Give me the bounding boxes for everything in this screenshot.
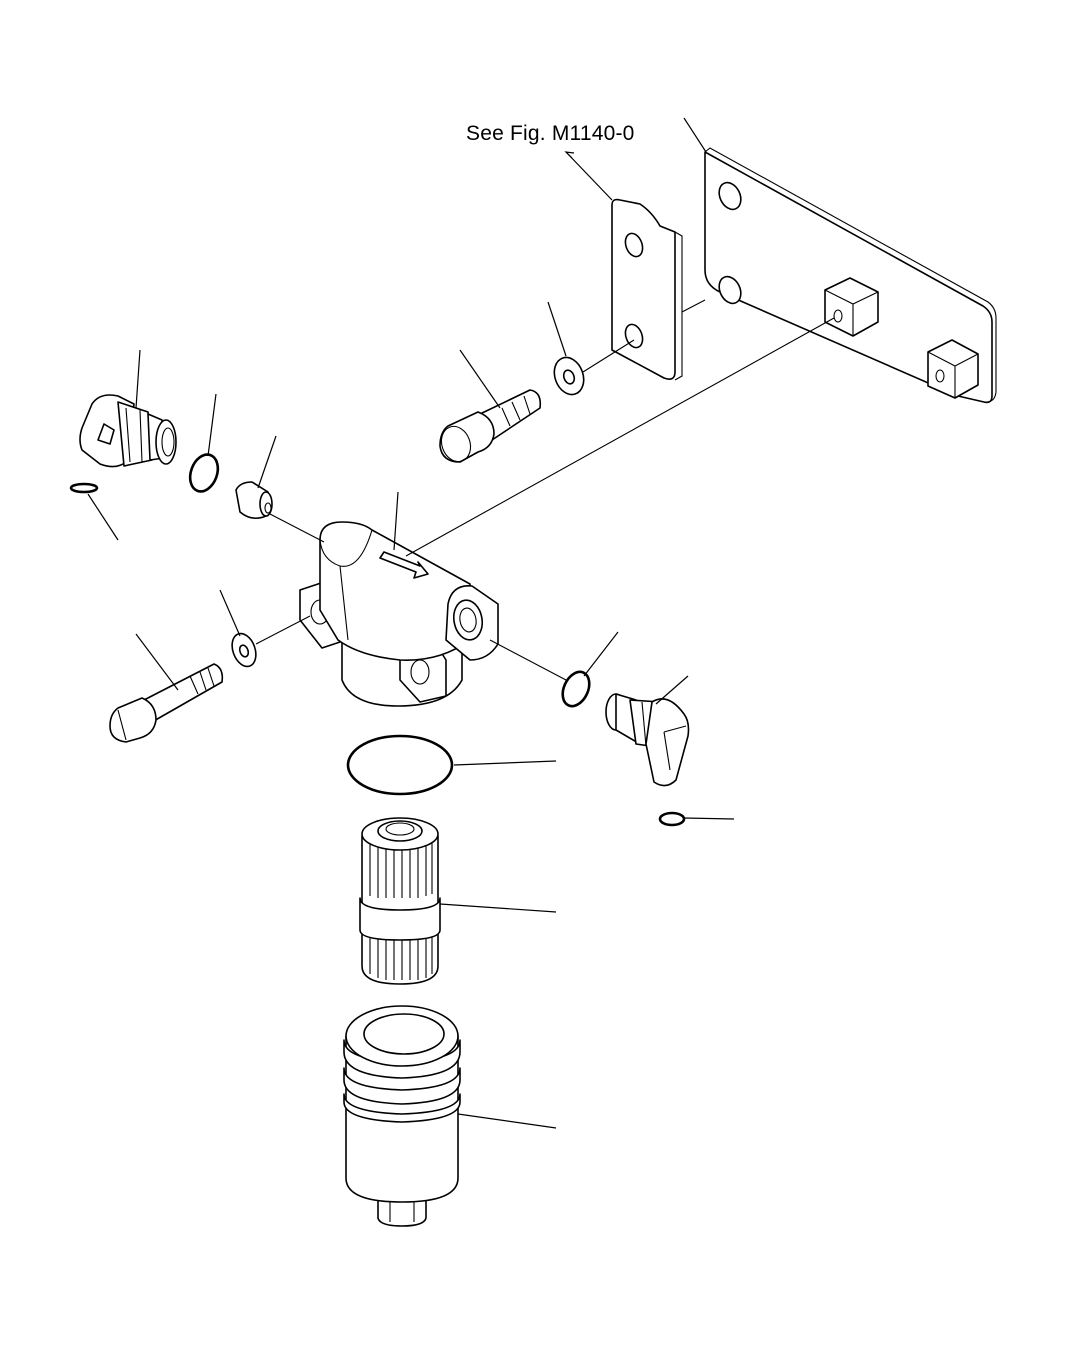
filter-element <box>359 817 441 985</box>
filter-case <box>343 1005 461 1227</box>
mount-bracket <box>611 198 706 381</box>
orifice-plug <box>235 481 273 520</box>
element-o-ring <box>346 734 454 796</box>
mount-washer <box>231 632 257 668</box>
outlet-o-ring <box>561 670 591 708</box>
bracket-boss-upper <box>824 277 879 337</box>
bracket-plate <box>704 147 997 404</box>
inlet-o-ring <box>188 453 220 493</box>
small-o-ring-right <box>658 811 686 827</box>
bracket-boss-lower <box>927 339 979 399</box>
bracket-washer <box>553 356 585 396</box>
filter-head <box>299 521 499 707</box>
mount-bolt <box>109 663 224 743</box>
small-o-ring-left <box>69 482 99 494</box>
bracket-bolt <box>439 389 542 463</box>
leader-lines <box>87 117 735 1129</box>
reference-note: See Fig. M1140-0 <box>466 122 635 145</box>
inlet-elbow-fitting <box>79 394 177 468</box>
assembly-lines <box>255 317 835 681</box>
outlet-elbow-fitting <box>605 693 690 787</box>
